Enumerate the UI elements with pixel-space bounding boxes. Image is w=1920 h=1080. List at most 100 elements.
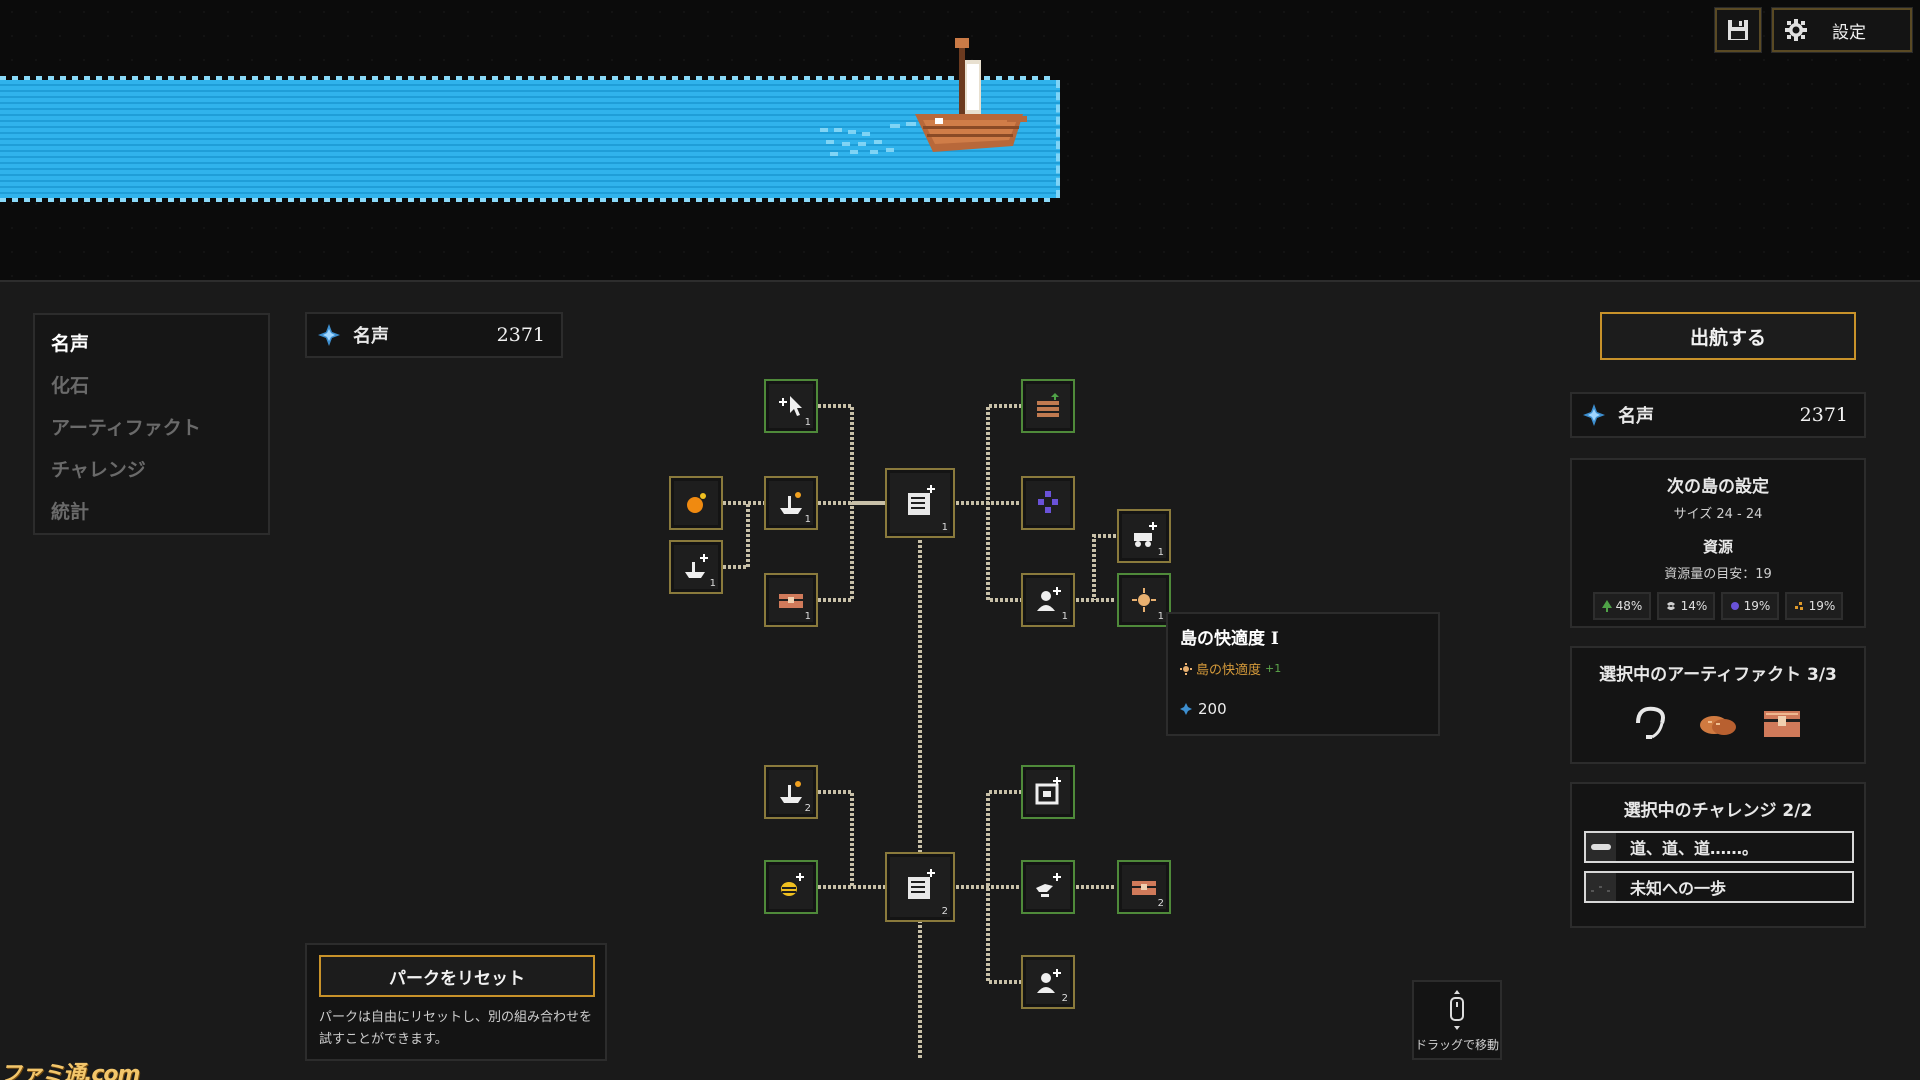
boat-gold-icon (780, 781, 802, 803)
save-icon (1728, 20, 1748, 40)
bird-plus-icon (1036, 873, 1061, 897)
perk-box-1[interactable]: 1 (764, 573, 818, 627)
perk-level: 2 (1061, 993, 1068, 1004)
nav-item-fame[interactable]: 名声 (51, 333, 90, 355)
fame-counter-side: 名声 2371 (1570, 392, 1866, 438)
selected-challenges: 選択中のチャレンジ 2/2 道、道、道……。 未知への一歩 (1570, 782, 1866, 928)
fame-value: 2371 (1799, 404, 1848, 426)
ore-icon (1794, 602, 1803, 610)
tooltip-effect-label: 島の快適度 (1196, 663, 1262, 678)
perk-level: 1 (709, 578, 716, 589)
perk-level: 2 (941, 906, 948, 917)
perk-boat-plus[interactable]: 1 (669, 540, 723, 594)
perk-cursor-plus[interactable]: 1 (764, 379, 818, 433)
tooltip-title: 島の快適度 I (1180, 629, 1279, 649)
challenge-item[interactable]: 道、道、道……。 (1584, 831, 1854, 863)
boat-sprite (915, 38, 1027, 152)
perk-frame-plus[interactable] (1021, 765, 1075, 819)
voyage-view: 設定 (0, 0, 1920, 280)
perk-villager-plus-2[interactable]: 2 (1021, 955, 1075, 1009)
drag-hint: ドラッグで移動 (1412, 980, 1502, 1060)
cursor-plus-icon (779, 396, 802, 416)
fame-icon (1180, 703, 1192, 715)
resource-chip-crystal: 19% (1721, 592, 1779, 620)
rope-artifact-icon[interactable] (1632, 703, 1676, 743)
perk-cart-plus[interactable]: 1 (1117, 509, 1171, 563)
resource-chip-stone: 14% (1657, 592, 1715, 620)
nav-item-stats[interactable]: 統計 (51, 501, 90, 523)
tooltip-effect-plus: +1 (1265, 662, 1282, 675)
challenge-item[interactable]: 未知への一歩 (1584, 871, 1854, 903)
villager-plus-icon (1037, 587, 1061, 611)
next-island-settings: 次の島の設定 サイズ 24 - 24 資源 資源量の目安：19 48% 14% … (1570, 458, 1866, 628)
perk-level: 1 (1157, 611, 1164, 622)
perk-level: 1 (1061, 611, 1068, 622)
nav-item-challenges[interactable]: チャレンジ (51, 459, 146, 481)
resource-chips: 48% 14% 19% 19% (1572, 592, 1864, 620)
perk-boat-gold-1[interactable]: 1 (764, 476, 818, 530)
comfort-icon (1132, 588, 1156, 612)
perk-crystals[interactable] (1021, 476, 1075, 530)
scroll-icon (908, 485, 935, 515)
box-icon (779, 594, 803, 608)
perk-level: 1 (804, 611, 811, 622)
challenge-label: 未知への一歩 (1630, 879, 1727, 898)
perk-bee-plus[interactable] (764, 860, 818, 914)
perk-level: 2 (1157, 898, 1164, 909)
nav-item-fossils[interactable]: 化石 (51, 375, 90, 397)
fame-counter: 名声 2371 (305, 312, 563, 358)
tree-icon (1601, 600, 1612, 612)
gear-icon (1785, 19, 1807, 41)
scroll-icon (908, 869, 935, 899)
nav-item-artifacts[interactable]: アーティファクト (51, 417, 201, 439)
settings-button[interactable]: 設定 (1771, 7, 1913, 53)
boat-plus-icon (685, 554, 708, 578)
resource-value: 19% (1743, 599, 1771, 613)
watermark-logo: ファミ通.com (0, 1062, 140, 1080)
resources-heading: 資源 (1702, 538, 1733, 556)
perk-comfort[interactable]: 1 (1117, 573, 1171, 627)
settings-label: 設定 (1832, 22, 1866, 43)
bee-plus-icon (781, 873, 804, 896)
comfort-icon (1180, 662, 1192, 675)
island-size: サイズ 24 - 24 (1673, 507, 1763, 522)
reset-panel: パークをリセット パークは自由にリセットし、別の組み合わせを試すことができます。 (305, 943, 607, 1061)
artifacts-heading: 選択中のアーティファクト 3/3 (1599, 665, 1837, 685)
chest-artifact-icon[interactable] (1760, 703, 1804, 743)
perk-box-2[interactable]: 2 (1117, 860, 1171, 914)
villager-plus-icon (1037, 969, 1061, 993)
perk-scroll-center-2[interactable]: 2 (885, 852, 955, 922)
perk-scroll-center-1[interactable]: 1 (885, 468, 955, 538)
set-sail-button[interactable]: 出航する (1600, 312, 1856, 360)
mouse-icon (1450, 990, 1464, 1030)
boat-gold-icon (780, 492, 802, 514)
perk-villager-plus[interactable]: 1 (1021, 573, 1075, 627)
perk-boat-gold-2[interactable]: 2 (764, 765, 818, 819)
selected-artifacts: 選択中のアーティファクト 3/3 (1570, 646, 1866, 764)
perk-stack-up[interactable] (1021, 379, 1075, 433)
save-button[interactable] (1714, 7, 1762, 53)
frame-plus-icon (1035, 777, 1061, 805)
stone-icon (1666, 602, 1675, 610)
sea-strip (0, 76, 1060, 202)
resource-chip-tree: 48% (1593, 592, 1651, 620)
perk-bird-plus[interactable] (1021, 860, 1075, 914)
fame-icon (318, 324, 340, 346)
drag-hint-label: ドラッグで移動 (1414, 1038, 1499, 1052)
box-icon (1132, 881, 1156, 895)
perk-level: 1 (941, 522, 948, 533)
reset-perks-button[interactable]: パークをリセット (319, 955, 595, 997)
boat-wake (820, 122, 916, 156)
artifact-list (1572, 703, 1864, 743)
perk-orange-fruit[interactable] (669, 476, 723, 530)
next-island-heading: 次の島の設定 (1667, 477, 1769, 497)
crystals-icon (1038, 491, 1058, 513)
perk-level: 1 (804, 514, 811, 525)
resource-chip-ore: 19% (1785, 592, 1843, 620)
tooltip-cost-value: 200 (1198, 700, 1227, 718)
unknown-step-icon (1586, 873, 1616, 901)
bread-artifact-icon[interactable] (1696, 703, 1740, 743)
resource-value: 14% (1680, 599, 1708, 613)
